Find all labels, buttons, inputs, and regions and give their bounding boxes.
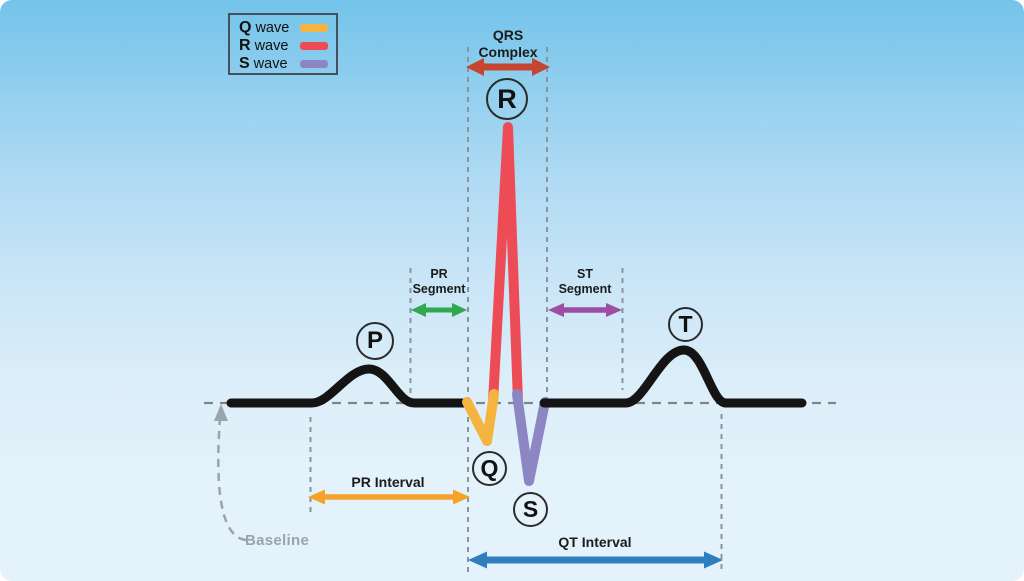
st-segment-label-line1: ST [577, 267, 593, 281]
baseline-pointer-curve [217, 417, 247, 542]
pr-segment-label: PR Segment [399, 267, 479, 297]
legend-box: Q wave R wave S wave [228, 13, 338, 75]
legend-item-q-wave: Q wave [239, 19, 328, 37]
legend-item-s-wave: S wave [239, 55, 328, 73]
legend-item-r-wave: R wave [239, 37, 328, 55]
pr-interval-label: PR Interval [351, 474, 425, 490]
s-wave-color-swatch [300, 60, 328, 68]
legend-word: wave [255, 20, 290, 36]
st-segment-label: ST Segment [545, 267, 625, 297]
r-wave-marker: R [486, 78, 528, 120]
trace-s-wave [512, 389, 550, 486]
t-wave-trace [539, 345, 807, 408]
r-wave-trace [488, 122, 523, 407]
ecg-trace [226, 122, 807, 486]
baseline-label: Baseline [245, 532, 310, 549]
pr-segment-arrow [411, 303, 467, 317]
legend-letter: S [239, 55, 250, 72]
baseline-pointer-arrow [214, 404, 247, 542]
qrs-complex-label-line1: QRS [492, 27, 524, 43]
t-wave-marker: T [668, 307, 703, 342]
qrs-complex-arrow [466, 58, 550, 76]
qrs-complex-label: QRS Complex [448, 27, 568, 60]
q-wave-trace [462, 389, 499, 446]
q-wave-marker: Q [472, 451, 507, 486]
legend-letter: Q [239, 19, 252, 36]
pr-segment-label-line2: Segment [412, 281, 466, 296]
legend-letter: R [239, 37, 251, 54]
trace-r-wave [488, 122, 523, 407]
qt-interval-arrow [468, 551, 723, 569]
legend-word: wave [253, 56, 288, 72]
p-wave-marker: P [356, 322, 394, 360]
r-wave-color-swatch [300, 42, 328, 50]
p-wave-trace [226, 364, 473, 408]
legend-word: wave [254, 38, 289, 54]
s-wave-marker: S [513, 492, 548, 527]
qt-interval-label: QT Interval [558, 534, 632, 550]
trace-q-wave [462, 389, 499, 446]
pr-segment-label-line1: PR [430, 267, 448, 281]
q-wave-color-swatch [300, 24, 328, 32]
trace-black-right [539, 345, 807, 408]
pr-interval-arrow [308, 489, 470, 505]
qrs-complex-label-line2: Complex [478, 43, 538, 60]
st-segment-arrow [548, 303, 622, 317]
baseline-pointer-head [214, 404, 228, 421]
s-wave-trace [512, 389, 550, 486]
trace-black-left [226, 364, 473, 408]
st-segment-label-line2: Segment [558, 281, 612, 296]
